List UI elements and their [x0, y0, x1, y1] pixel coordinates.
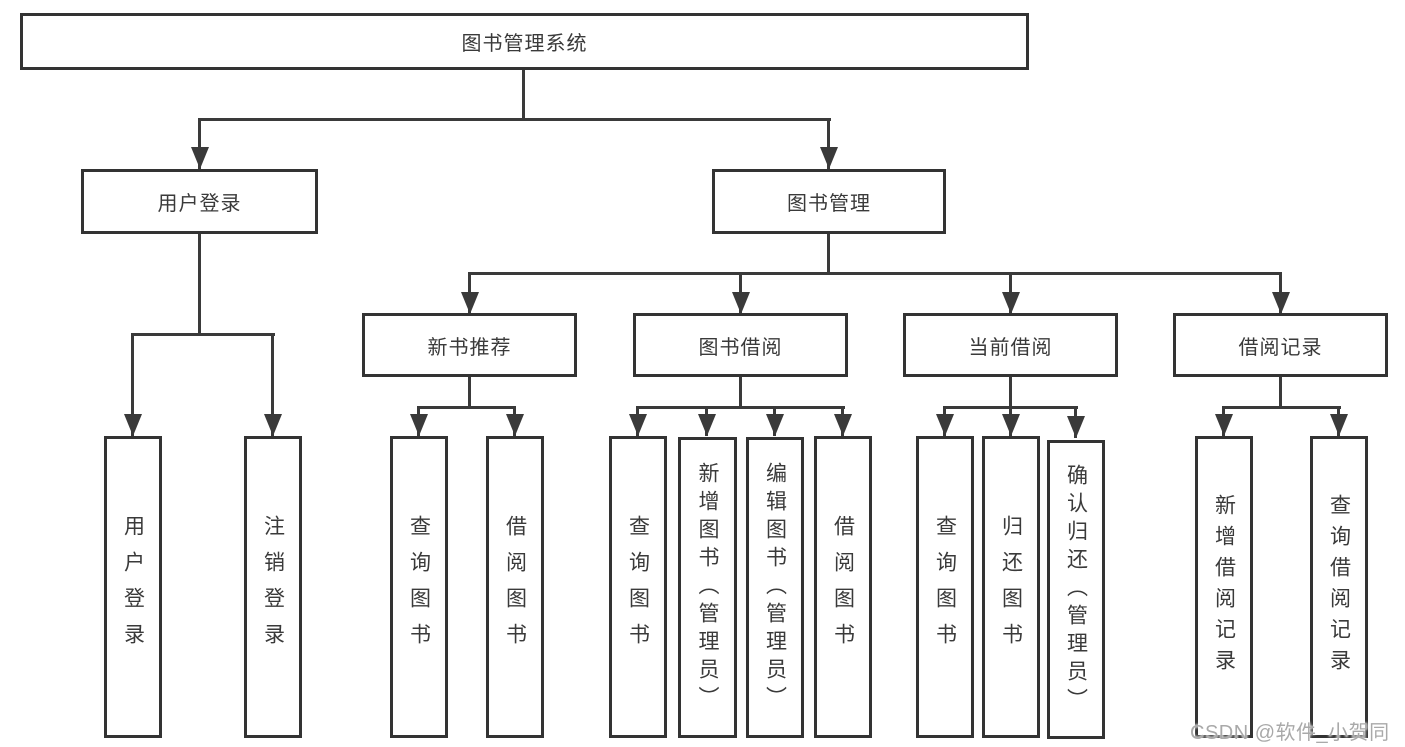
leaf-cb-confirm-return-admin-label: 确认归还（管理员） — [1064, 463, 1088, 716]
group-borrow-records: 借阅记录 — [1173, 313, 1388, 377]
leaf-cb-confirm-return-admin: 确认归还（管理员） — [1047, 440, 1105, 739]
leaf-logout-label: 注销登录 — [261, 515, 285, 659]
connector-borrow-records-bracket — [1222, 406, 1341, 409]
leaf-bb-add-books-admin-label: 新增图书（管理员） — [696, 461, 719, 714]
leaf-nb-query-books: 查询图书 — [390, 436, 448, 738]
group-borrow-records-label: 借阅记录 — [1238, 336, 1323, 359]
arrow-to-user-login-branch — [190, 118, 209, 169]
branch-book-management-label: 图书管理 — [787, 193, 871, 215]
arrow-to-borrow-records — [1271, 272, 1290, 314]
arrow-to-nb-borrow — [505, 406, 524, 436]
leaf-logout: 注销登录 — [244, 436, 302, 738]
branch-user-login: 用户登录 — [81, 169, 318, 234]
connector-borrow-records-stub — [1279, 377, 1282, 406]
connector-user-login-stub — [198, 234, 201, 333]
group-new-book-recommend-label: 新书推荐 — [427, 336, 512, 359]
group-current-borrow-label: 当前借阅 — [968, 336, 1053, 359]
arrow-to-br-query — [1329, 406, 1348, 436]
connector-new-book-stub — [468, 377, 471, 406]
connector-new-book-bracket — [417, 406, 516, 409]
arrow-to-book-borrow — [731, 272, 750, 314]
group-new-book-recommend: 新书推荐 — [362, 313, 577, 377]
connector-book-borrow-stub — [739, 377, 742, 406]
leaf-cb-return-books-label: 归还图书 — [999, 515, 1023, 659]
leaf-bb-borrow-books-label: 借阅图书 — [831, 515, 855, 659]
arrow-to-br-add — [1214, 406, 1233, 436]
leaf-br-query-record: 查询借阅记录 — [1310, 436, 1368, 738]
arrow-to-cb-query — [935, 406, 954, 436]
arrow-to-bb-edit — [765, 406, 784, 436]
connector-book-borrow-bracket — [636, 406, 845, 409]
branch-book-management: 图书管理 — [712, 169, 946, 234]
leaf-bb-query-books: 查询图书 — [609, 436, 667, 738]
arrow-to-cb-confirm — [1066, 406, 1085, 438]
group-current-borrow: 当前借阅 — [903, 313, 1118, 377]
connector-current-borrow-stub — [1009, 377, 1012, 406]
connector-book-management-stub — [827, 234, 830, 272]
arrow-to-bb-borrow — [833, 406, 852, 436]
arrow-to-leaf-user-login — [123, 333, 142, 436]
csdn-watermark: CSDN @软件_小贺同学 — [1190, 722, 1390, 744]
leaf-br-query-record-label: 查询借阅记录 — [1327, 494, 1351, 680]
leaf-nb-query-books-label: 查询图书 — [407, 515, 431, 659]
node-root: 图书管理系统 — [20, 13, 1029, 70]
arrow-to-bb-query — [628, 406, 647, 436]
connector-level3-bracket — [468, 272, 1281, 275]
arrow-to-leaf-logout — [263, 333, 282, 436]
group-book-borrow-label: 图书借阅 — [698, 336, 783, 359]
arrow-to-cb-return — [1001, 406, 1020, 436]
leaf-bb-edit-books-admin-label: 编辑图书（管理员） — [763, 461, 787, 714]
leaf-user-login-label: 用户登录 — [121, 515, 145, 659]
arrow-to-new-book-recommend — [460, 272, 479, 314]
leaf-cb-query-books-label: 查询图书 — [933, 515, 957, 659]
leaf-br-add-record-label: 新增借阅记录 — [1212, 494, 1236, 680]
leaf-bb-query-books-label: 查询图书 — [626, 515, 650, 659]
connector-root-stub — [522, 70, 525, 118]
leaf-nb-borrow-books: 借阅图书 — [486, 436, 544, 738]
leaf-nb-borrow-books-label: 借阅图书 — [503, 515, 527, 659]
arrow-to-current-borrow — [1001, 272, 1020, 314]
arrow-to-book-management — [819, 118, 838, 169]
arrow-to-bb-add — [697, 406, 716, 436]
arrow-to-nb-query — [409, 406, 428, 436]
group-book-borrow: 图书借阅 — [633, 313, 848, 377]
branch-user-login-label: 用户登录 — [157, 193, 242, 215]
leaf-bb-add-books-admin: 新增图书（管理员） — [678, 437, 737, 738]
leaf-bb-edit-books-admin: 编辑图书（管理员） — [746, 437, 804, 738]
leaf-user-login: 用户登录 — [104, 436, 162, 738]
leaf-cb-return-books: 归还图书 — [982, 436, 1040, 738]
leaf-bb-borrow-books: 借阅图书 — [814, 436, 872, 738]
leaf-br-add-record: 新增借阅记录 — [1195, 436, 1253, 738]
node-root-label: 图书管理系统 — [461, 33, 588, 55]
leaf-cb-query-books: 查询图书 — [916, 436, 974, 738]
connector-user-login-bracket — [132, 333, 275, 336]
connector-level2-bracket — [198, 118, 831, 121]
